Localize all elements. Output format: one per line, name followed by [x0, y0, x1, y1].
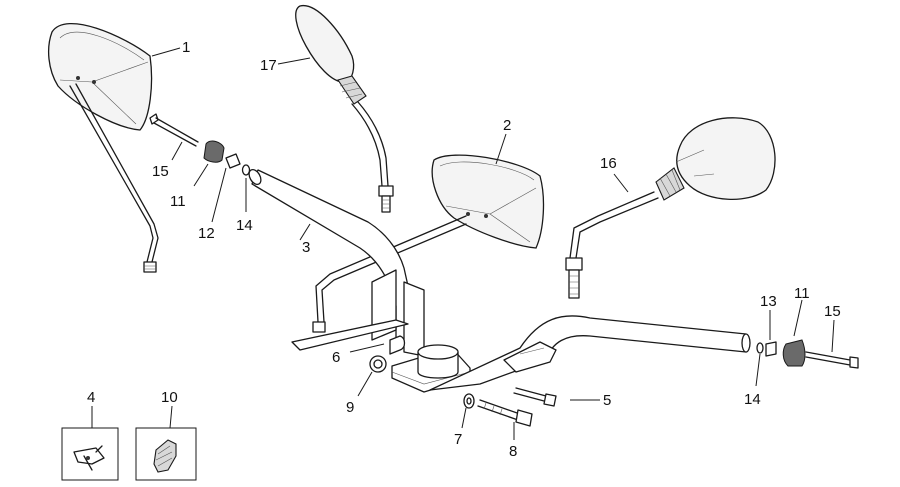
callout-11-left: 11	[170, 193, 186, 210]
part-mirror-2	[312, 154, 545, 333]
callout-11-right: 11	[794, 285, 810, 302]
callout-3: 3	[302, 239, 310, 256]
callout-labels: 1 2 3 4 5 6 7 8 9 10 11 11 12 13 14 14 1…	[87, 39, 841, 460]
callout-15-right: 15	[824, 303, 841, 320]
callout-13: 13	[760, 293, 777, 310]
part-bar-end-11-right	[782, 339, 806, 367]
part-bolt-15-right	[805, 351, 859, 369]
part-bolt-15-left	[149, 113, 199, 147]
part-handlebar-3	[248, 168, 751, 393]
part-spacer-12	[225, 153, 241, 169]
callout-6: 6	[332, 349, 340, 366]
part-washer-7	[463, 393, 475, 409]
callout-12: 12	[198, 225, 215, 242]
callout-1: 1	[182, 39, 190, 56]
callout-14-left: 14	[236, 217, 253, 234]
callout-10: 10	[161, 389, 178, 406]
callout-4: 4	[87, 389, 95, 406]
part-bushing-6	[389, 335, 406, 355]
part-bolt-5	[513, 387, 557, 407]
part-washer-14-left	[241, 164, 251, 176]
inset-box-10	[135, 427, 197, 481]
callout-17: 17	[260, 57, 277, 74]
part-spacer-13	[765, 341, 777, 357]
part-bolt-8	[477, 399, 533, 427]
part-mirror-17	[295, 5, 394, 213]
part-mirror-16	[565, 117, 776, 299]
callout-5: 5	[603, 392, 611, 409]
part-grommet-9	[369, 355, 387, 373]
callout-2: 2	[503, 117, 511, 134]
callout-7: 7	[454, 431, 462, 448]
part-mirror-1	[47, 23, 159, 273]
part-bar-end-11-left	[203, 140, 225, 163]
callout-9: 9	[346, 399, 354, 416]
leader-lines	[91, 47, 835, 440]
callout-14-right: 14	[744, 391, 761, 408]
part-washer-14-right	[756, 342, 764, 354]
callout-8: 8	[509, 443, 517, 460]
inset-box-4	[61, 427, 119, 481]
callout-16: 16	[600, 155, 617, 172]
callout-15-left: 15	[152, 163, 169, 180]
